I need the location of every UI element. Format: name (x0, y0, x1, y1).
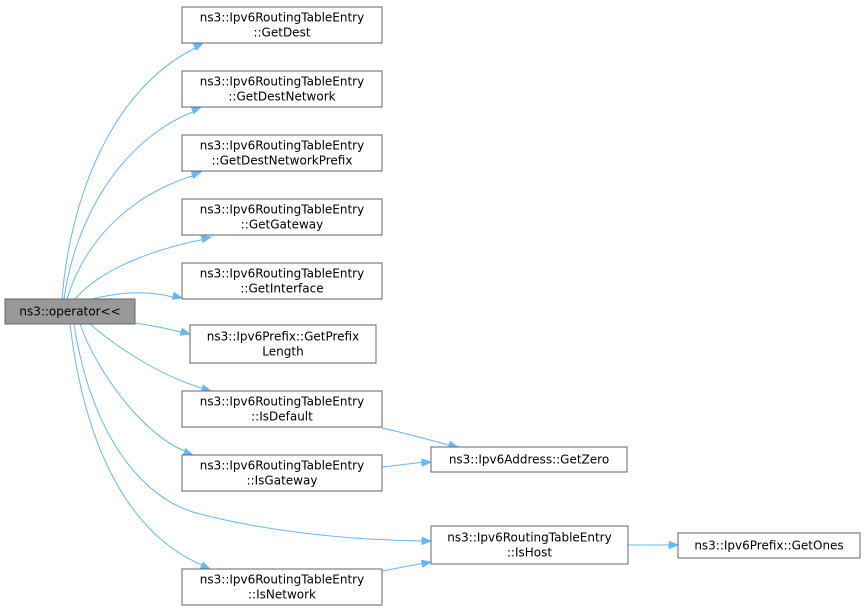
edge-line (381, 427, 453, 447)
node-label-line: ::IsGateway (247, 474, 318, 488)
edge-root-to-getdestnetwork (63, 106, 203, 300)
edges-layer (61, 42, 680, 572)
node-label-line: ::GetGateway (241, 218, 323, 232)
node-label-line: ::GetDestNetworkPrefix (212, 154, 353, 168)
edge-root-to-getdestnetworkprefix (66, 170, 203, 300)
edge-line (89, 323, 206, 390)
edge-isdefault-to-getzero (381, 427, 460, 449)
edge-isgateway-to-getzero (381, 458, 433, 468)
node-box[interactable] (181, 262, 383, 300)
node-label-line: ns3::Ipv6Prefix::GetPrefix (207, 330, 359, 344)
node-label-line: ns3::Ipv6RoutingTableEntry (200, 11, 364, 25)
node-box[interactable] (677, 532, 861, 559)
node-label-line: ::IsNetwork (248, 588, 316, 602)
node-label-line: ns3::Ipv6Prefix::GetOnes (694, 539, 843, 553)
edge-arrowhead (190, 106, 203, 115)
nodes-layer: ns3::operator<<ns3::Ipv6RoutingTableEntr… (4, 6, 861, 606)
edge-line (381, 562, 425, 572)
edge-arrowhead (420, 559, 433, 568)
edge-arrowhead (199, 561, 212, 570)
edge-line (61, 46, 198, 300)
edge-arrowhead (190, 170, 203, 179)
node-label-line: ::GetInterface (240, 282, 323, 296)
node-box[interactable] (430, 525, 629, 565)
edge-root-to-ishost (73, 323, 433, 546)
node-getdestnetworkprefix[interactable]: ns3::Ipv6RoutingTableEntry::GetDestNetwo… (181, 134, 383, 172)
node-box[interactable] (4, 298, 136, 325)
node-isnetwork[interactable]: ns3::Ipv6RoutingTableEntry::IsNetwork (181, 568, 383, 606)
node-label-line: Length (262, 345, 303, 359)
edge-ishost-to-getones (627, 540, 680, 550)
node-label-line: ::IsHost (507, 546, 552, 560)
node-getdest[interactable]: ns3::Ipv6RoutingTableEntry::GetDest (181, 6, 383, 44)
node-box[interactable] (181, 198, 383, 236)
node-box[interactable] (181, 454, 383, 492)
node-getzero[interactable]: ns3::Ipv6Address::GetZero (430, 446, 628, 473)
node-box[interactable] (181, 70, 383, 108)
edge-root-to-isgateway (79, 323, 195, 456)
node-label-line: ns3::Ipv6RoutingTableEntry (200, 573, 364, 587)
edge-line (74, 238, 206, 300)
node-label-line: ns3::Ipv6RoutingTableEntry (200, 459, 364, 473)
node-label-line: ns3::Ipv6RoutingTableEntry (200, 139, 364, 153)
edge-arrowhead (179, 327, 192, 336)
node-label-line: ::IsDefault (251, 410, 313, 424)
node-label-line: ::GetDestNetwork (228, 90, 335, 104)
edge-arrowhead (182, 447, 195, 456)
node-box[interactable] (181, 390, 383, 428)
edge-root-to-getinterface (91, 291, 184, 300)
node-label-line: ns3::Ipv6Address::GetZero (449, 453, 609, 467)
node-getdestnetwork[interactable]: ns3::Ipv6RoutingTableEntry::GetDestNetwo… (181, 70, 383, 108)
node-getgateway[interactable]: ns3::Ipv6RoutingTableEntry::GetGateway (181, 198, 383, 236)
node-label-line: ns3::Ipv6RoutingTableEntry (447, 531, 611, 545)
edge-line (73, 323, 425, 542)
edge-line (79, 323, 189, 453)
edge-line (69, 323, 205, 567)
edge-line (63, 110, 196, 300)
edge-root-to-isnetwork (69, 323, 212, 570)
edge-arrowhead (171, 291, 184, 300)
edge-arrowhead (668, 540, 680, 550)
edge-root-to-getgateway (74, 234, 213, 300)
edge-arrowhead (200, 234, 213, 244)
edge-root-to-getprefixlength (134, 322, 192, 336)
node-getinterface[interactable]: ns3::Ipv6RoutingTableEntry::GetInterface (181, 262, 383, 300)
node-isdefault[interactable]: ns3::Ipv6RoutingTableEntry::IsDefault (181, 390, 383, 428)
edge-line (66, 174, 196, 300)
node-label-line: ns3::Ipv6RoutingTableEntry (200, 267, 364, 281)
edge-line (381, 461, 426, 468)
node-isgateway[interactable]: ns3::Ipv6RoutingTableEntry::IsGateway (181, 454, 383, 492)
edge-isnetwork-to-ishost (381, 559, 433, 572)
node-getones[interactable]: ns3::Ipv6Prefix::GetOnes (677, 532, 861, 559)
edge-arrowhead (421, 536, 433, 546)
node-label-line: ns3::Ipv6RoutingTableEntry (200, 75, 364, 89)
node-label-line: ns3::Ipv6RoutingTableEntry (200, 203, 364, 217)
edge-line (134, 322, 185, 334)
node-box[interactable] (430, 446, 628, 473)
edge-line (91, 292, 177, 300)
edge-arrowhead (421, 458, 433, 467)
node-ishost[interactable]: ns3::Ipv6RoutingTableEntry::IsHost (430, 525, 629, 565)
edge-arrowhead (192, 42, 205, 52)
node-box[interactable] (181, 568, 383, 606)
node-box[interactable] (189, 324, 377, 364)
node-root[interactable]: ns3::operator<< (4, 298, 136, 325)
node-label-line: ns3::Ipv6RoutingTableEntry (200, 395, 364, 409)
node-label-line: ns3::operator<< (19, 305, 120, 319)
node-label-line: ::GetDest (253, 26, 310, 40)
node-box[interactable] (181, 6, 383, 44)
node-box[interactable] (181, 134, 383, 172)
